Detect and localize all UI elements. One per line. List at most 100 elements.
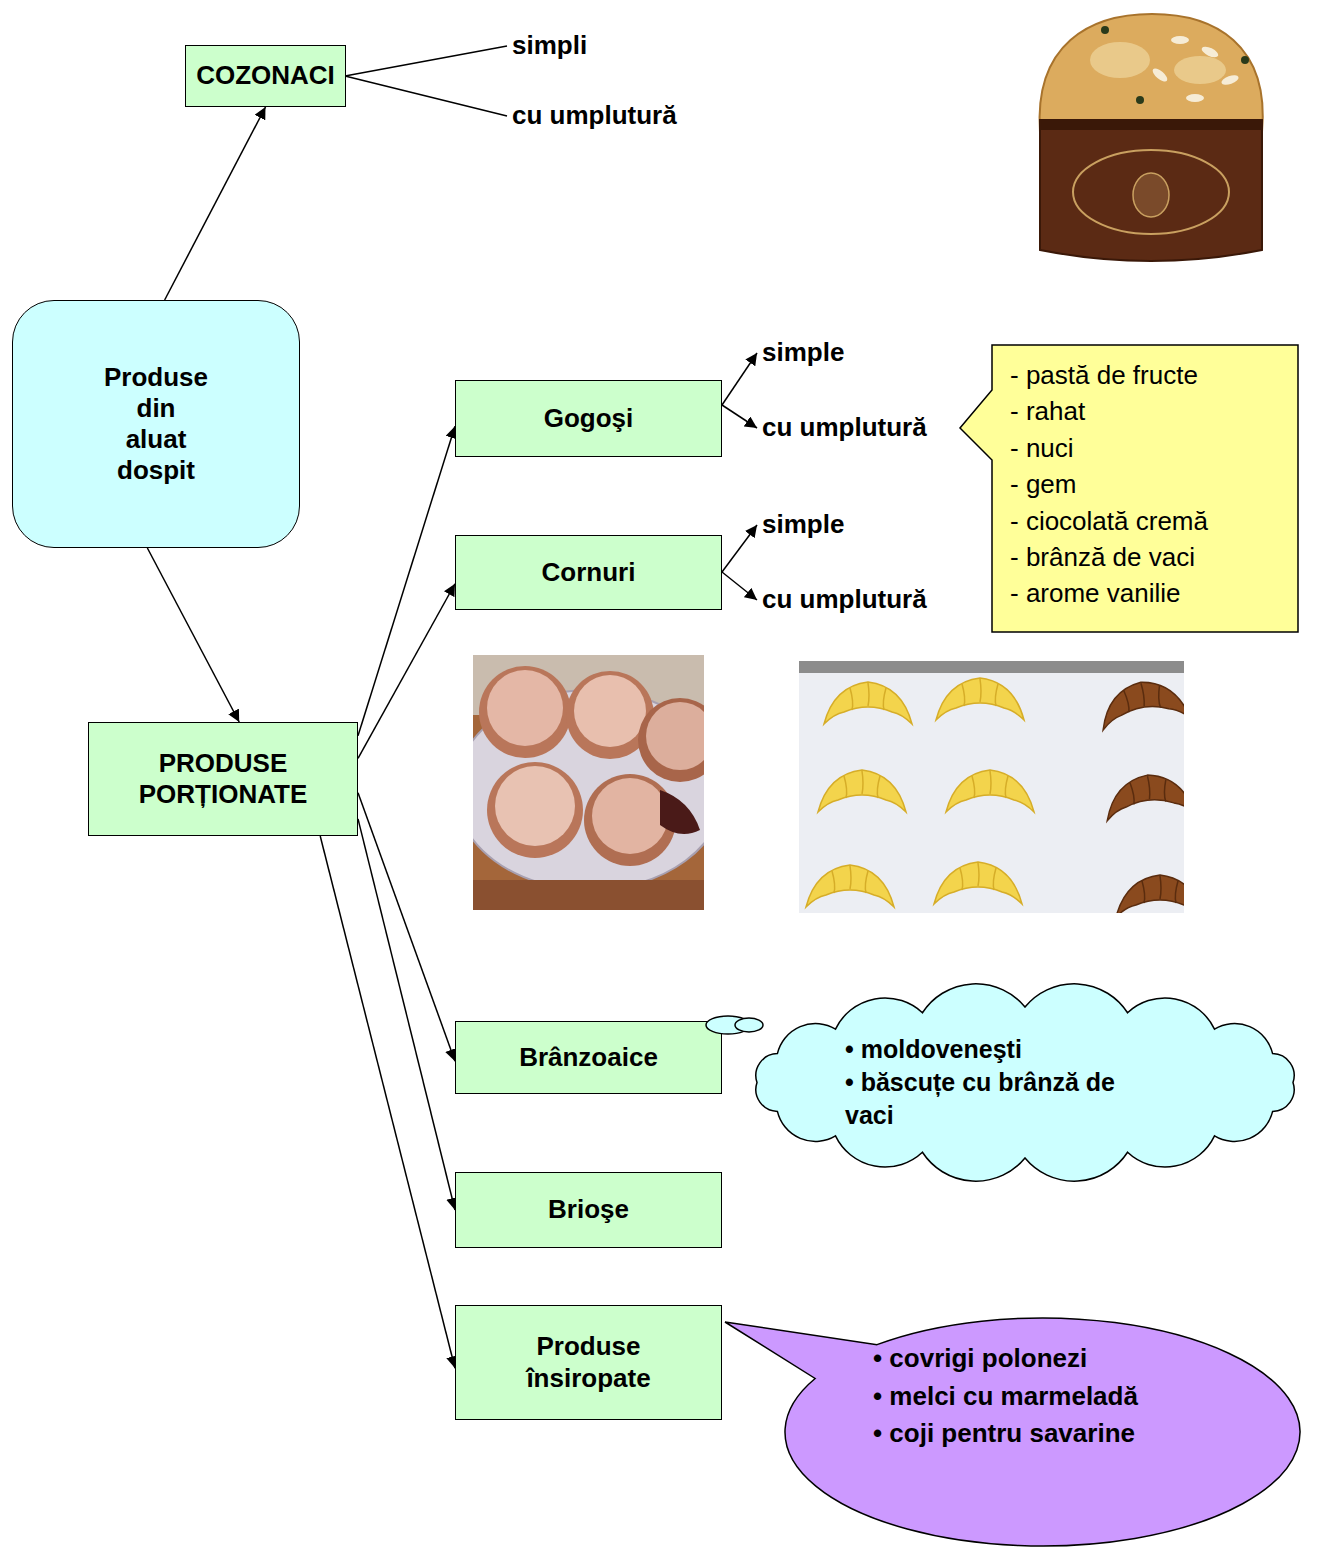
- outline-path: [756, 984, 1294, 1181]
- almond: [1151, 66, 1170, 84]
- raisin: [1241, 56, 1249, 64]
- list-item: - gem: [1010, 466, 1288, 502]
- list-item: • melci cu marmeladă: [873, 1378, 1300, 1416]
- thought-cloud: • moldoveneşti• băscuțe cu brânză de vac…: [745, 995, 1305, 1170]
- node-content: PRODUSE PORȚIONATE: [99, 748, 347, 810]
- almond: [1171, 36, 1189, 44]
- product-box: Cornuri: [455, 535, 722, 610]
- node-label: Produse din aluat dospit: [104, 362, 208, 487]
- connector-arrow: [358, 793, 455, 1061]
- node-label: Cornuri: [542, 557, 636, 588]
- gogosi-photo: [473, 655, 704, 910]
- group-box: COZONACI: [185, 45, 346, 107]
- branch-line: [722, 572, 757, 600]
- list-item: • covrigi polonezi: [873, 1340, 1300, 1378]
- almond: [1200, 45, 1220, 60]
- branch-line: [345, 76, 507, 116]
- group-box: PRODUSE PORȚIONATE: [88, 722, 358, 836]
- connector-arrow: [358, 584, 455, 759]
- outline-path: [960, 345, 1298, 632]
- list-item: - brânză de vaci: [1010, 539, 1288, 575]
- node-outline: [745, 995, 1305, 1170]
- croissant: [934, 862, 1022, 904]
- baked-croissant: [1104, 771, 1184, 821]
- croissant: [936, 678, 1024, 720]
- list-item: - ciocolată cremă: [1010, 503, 1288, 539]
- mould-emblem: [1073, 150, 1229, 234]
- croissant: [824, 682, 912, 724]
- branch-label: simple: [762, 337, 844, 368]
- node-label: Produse însiropate: [526, 1331, 650, 1393]
- list-item: - nuci: [1010, 430, 1288, 466]
- branch-label: cu umplutură: [762, 412, 927, 443]
- product-box: Brioşe: [455, 1172, 722, 1248]
- connector-arrow: [320, 836, 455, 1368]
- donut-glaze: [487, 670, 563, 746]
- branch-line: [722, 405, 757, 428]
- cornuri-photo: [799, 661, 1184, 913]
- list-item: - arome vanilie: [1010, 575, 1288, 611]
- outline-path: [725, 1318, 1300, 1546]
- branch-label: cu umplutură: [512, 100, 677, 131]
- branch-line: [722, 525, 757, 572]
- thought-bubble: [735, 1018, 763, 1032]
- raisin: [1136, 96, 1144, 104]
- product-box: Brânzoaice: [455, 1021, 722, 1094]
- category-box: Produse din aluat dospit: [12, 300, 300, 548]
- donut-glaze: [646, 702, 704, 770]
- node-label: Brânzoaice: [519, 1042, 658, 1073]
- connector-arrow: [358, 426, 455, 735]
- crust-highlight: [1174, 56, 1226, 84]
- branch-line: [722, 353, 757, 405]
- node-content: Produse însiropate: [526, 1331, 650, 1393]
- cozonac-photo: [1030, 8, 1276, 268]
- almond: [1186, 94, 1204, 102]
- product-box: Produse însiropate: [455, 1305, 722, 1420]
- node-content: - pastă de fructe- rahat- nuci- gem- cio…: [992, 345, 1298, 624]
- almond: [1220, 73, 1240, 87]
- node-outline: [992, 345, 1298, 632]
- branch-line: [345, 46, 507, 76]
- filling-callout: - pastă de fructe- rahat- nuci- gem- cio…: [992, 345, 1298, 632]
- connector-arrow: [165, 107, 266, 300]
- baked-croissant: [1116, 875, 1184, 913]
- croissant: [818, 770, 906, 812]
- table-edge: [473, 880, 704, 910]
- cozonac-dome: [1040, 14, 1263, 132]
- product-box: Gogoşi: [455, 380, 722, 457]
- node-content: Produse din aluat dospit: [104, 362, 208, 487]
- node-content: COZONACI: [196, 60, 335, 91]
- baked-croissant: [1097, 676, 1184, 730]
- node-outline: [785, 1318, 1300, 1546]
- node-label: PRODUSE PORȚIONATE: [99, 748, 347, 810]
- crust-highlight: [1090, 42, 1150, 78]
- connector-arrow: [147, 548, 239, 722]
- node-content: • covrigi polonezi• melci cu marmeladă• …: [785, 1318, 1300, 1463]
- branch-label: simpli: [512, 30, 587, 61]
- list-item: • moldoveneşti: [845, 1033, 1120, 1066]
- thought-bubble: [706, 1016, 750, 1034]
- jam-filling: [660, 790, 700, 834]
- donut-glaze: [592, 778, 668, 854]
- donut: [479, 666, 571, 758]
- list-item: - pastă de fructe: [1010, 357, 1288, 393]
- donut: [638, 698, 704, 782]
- croissant: [946, 770, 1034, 812]
- list-item: • coji pentru savarine: [873, 1415, 1300, 1453]
- donut-glaze: [495, 766, 575, 846]
- connector-arrow: [358, 819, 455, 1210]
- tray-edge: [799, 661, 1184, 673]
- photo-ground: [1030, 8, 1276, 268]
- raisin: [1101, 26, 1109, 34]
- speech-ellipse: • covrigi polonezi• melci cu marmeladă• …: [785, 1318, 1300, 1546]
- node-label: COZONACI: [196, 60, 335, 91]
- node-label: Brioşe: [548, 1194, 629, 1225]
- croissant: [806, 865, 894, 907]
- node-content: Cornuri: [542, 557, 636, 588]
- mould-figure: [1133, 173, 1169, 217]
- donut-glaze: [574, 675, 646, 747]
